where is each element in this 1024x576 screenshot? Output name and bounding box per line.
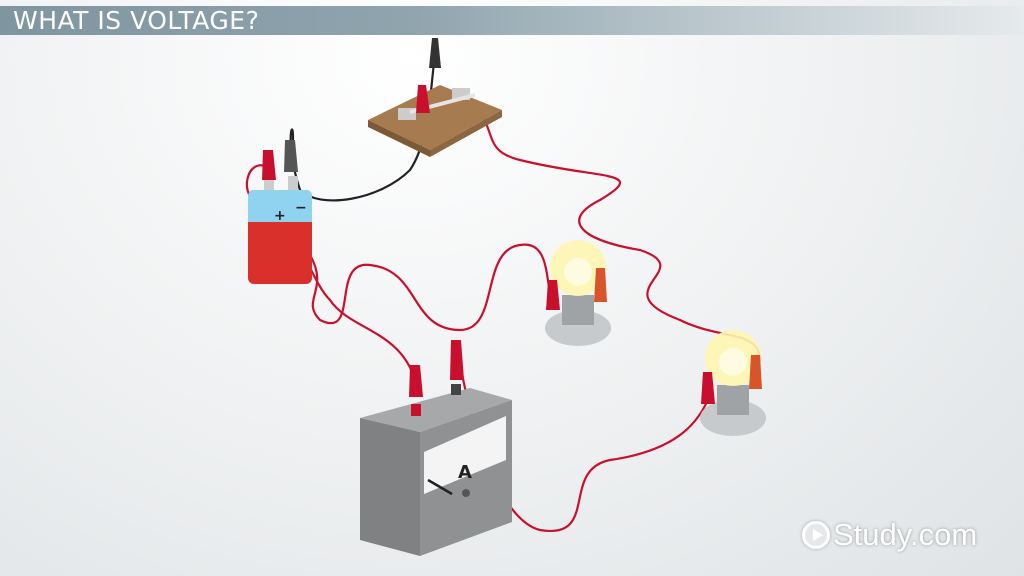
study-com-logo: Study.com: [802, 517, 977, 553]
battery-plus-label: +: [274, 208, 286, 224]
slide-title: WHAT IS VOLTAGE?: [13, 6, 260, 35]
battery-minus-label: −: [295, 200, 307, 216]
ammeter-label: A: [458, 462, 472, 483]
light-bulb-1: [545, 240, 611, 346]
battery: + −: [248, 140, 312, 284]
red-wire-battery-to-bulb1: [308, 243, 554, 332]
light-bulb-2: [700, 330, 766, 436]
switch: [368, 38, 502, 157]
ammeter: A: [360, 340, 512, 556]
title-bar: WHAT IS VOLTAGE?: [0, 6, 1024, 35]
red-wire-switch-to-bulb2: [468, 98, 762, 362]
play-icon: [802, 521, 830, 549]
logo-text: Study.com: [833, 517, 978, 552]
